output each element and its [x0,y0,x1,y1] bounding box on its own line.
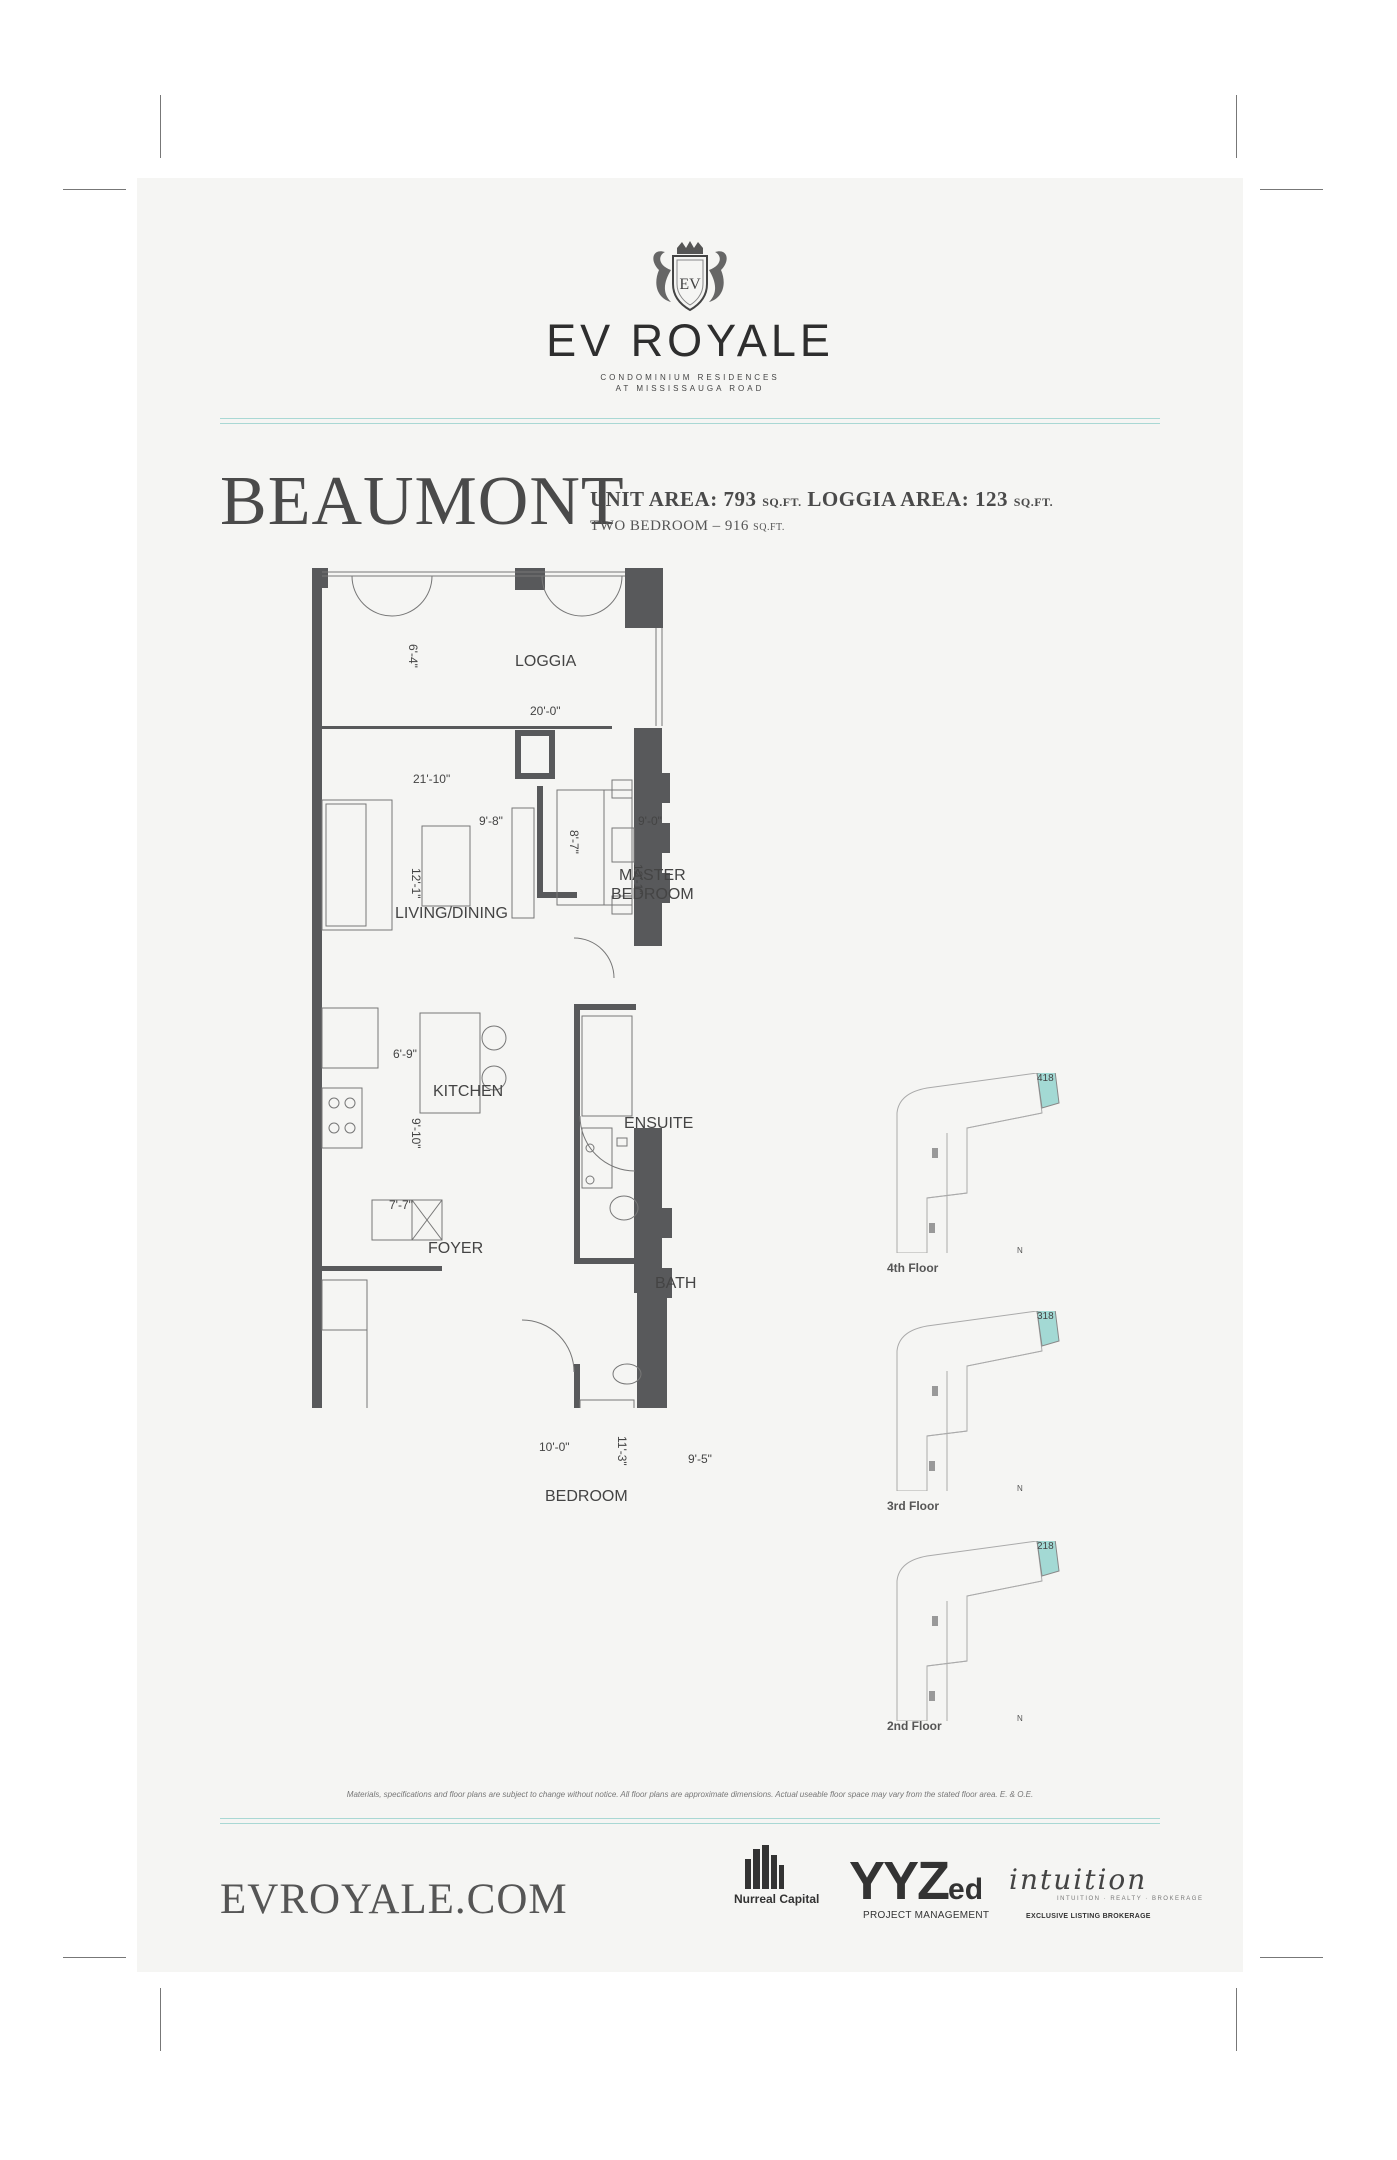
room-ensuite: ENSUITE [624,1115,694,1132]
footer-rule-2 [220,1823,1160,1824]
crop-mark-tl-horizontal [63,189,126,190]
disclaimer: Materials, specifications and floor plan… [346,1790,1034,1799]
floor-plan-sheet: EV EV ROYALE CONDOMINIUM RESIDENCES AT M… [137,178,1243,1972]
key-plan-2nd-drawing: N [896,1541,1060,1721]
brand-name: EV ROYALE [546,315,834,366]
key-plan-2nd: N 218 2nd Floor [887,1541,1067,1751]
key-plan-4th-drawing: N [896,1073,1060,1253]
room-kitchen: KITCHEN [433,1083,504,1100]
room-loggia: LOGGIA [515,653,577,670]
crop-mark-bl-horizontal [63,1957,126,1958]
dim-kitchen-depth: 9'-10" [409,1118,423,1149]
unit-type-line: TWO BEDROOM – 916 SQ.FT. [590,518,785,535]
svg-text:N: N [1017,1714,1023,1721]
key-plan-4th: N 418 4th Floor [887,1073,1067,1283]
unit-area-line: UNIT AREA: 793 SQ.FT. LOGGIA AREA: 123 S… [590,487,1053,512]
dim-living-depth: 12'-1" [409,868,423,899]
header-rule-1 [220,418,1160,419]
crest-monogram: EV [679,276,701,293]
room-living-dining: LIVING/DINING [395,905,508,922]
nurreal-logo-text: Nurreal Capital [734,1892,820,1906]
floor-plan-walls [312,568,672,1408]
unit-type-units: SQ.FT. [753,522,785,533]
crest-logo-icon: EV [653,241,727,312]
dim-loggia-width: 20'-0" [530,704,561,718]
dim-master-closet: 8'-7" [567,830,581,854]
dim-loggia-depth: 6'-4" [406,644,420,668]
key-plan-4th-unit: 418 [1037,1073,1054,1084]
intuition-logo-sub: INTUITION · REALTY · BROKERAGE [1057,1896,1204,1902]
dim-bedroom-width-2: 9'-5" [688,1452,712,1466]
room-master-line-1: MASTER [619,867,686,884]
key-plan-4th-label: 4th Floor [887,1261,939,1275]
dim-kitchen-counter: 7'-7" [389,1198,413,1212]
brand-tagline-1: CONDOMINIUM RESIDENCES [600,373,780,382]
key-plan-3rd-unit: 318 [1037,1311,1054,1322]
loggia-area-value: 123 [974,487,1008,511]
key-plan-2nd-unit: 218 [1037,1541,1054,1552]
loggia-area-units: SQ.FT. [1013,495,1054,509]
crop-mark-br-horizontal [1260,1957,1323,1958]
loggia-area-label: LOGGIA AREA: [807,487,970,511]
crop-mark-bl-vertical [160,1988,161,2051]
unit-type: TWO BEDROOM – 916 [590,518,749,534]
nurreal-logo-icon [745,1845,784,1889]
dim-master-depth: 12'-1" [631,864,645,895]
key-plan-2nd-label: 2nd Floor [887,1719,942,1733]
dim-master-width: 9'-0" [638,814,662,828]
room-master-bedroom: MASTER BEDROOM [611,866,694,904]
dim-living-total: 21'-10" [413,772,451,786]
intuition-tagline: EXCLUSIVE LISTING BROKERAGE [1026,1913,1151,1920]
unit-area-label: UNIT AREA: [590,487,718,511]
footer-rule-1 [220,1818,1160,1819]
yyz-logo-main: YYZ [849,1851,950,1911]
dim-kitchen-width: 6'-9" [393,1047,417,1061]
room-foyer: FOYER [428,1240,484,1257]
svg-text:N: N [1017,1484,1023,1491]
website-link[interactable]: EVROYALE.COM [220,1876,568,1923]
brand-tagline-2: AT MISSISSAUGA ROAD [615,384,765,393]
crop-mark-tr-vertical [1236,95,1237,158]
crop-mark-tl-vertical [160,95,161,158]
room-bedroom: BEDROOM [545,1488,628,1505]
key-plan-3rd-drawing: N [896,1311,1060,1491]
room-bath: BATH [655,1275,697,1292]
yyz-logo-ed: ed [948,1873,984,1906]
intuition-logo: intuition [1009,1863,1148,1896]
room-master-line-2: BEDROOM [611,886,694,903]
yyz-logo-sub: PROJECT MANAGEMENT [863,1910,990,1921]
header-rule-2 [220,423,1160,424]
crop-mark-tr-horizontal [1260,189,1323,190]
unit-name: BEAUMONT [220,463,625,540]
crop-mark-br-vertical [1236,1988,1237,2051]
unit-area-units: SQ.FT. [762,495,802,509]
dim-bedroom-width: 10'-0" [539,1440,570,1454]
unit-area-value: 793 [723,487,757,511]
yyz-logo: YYZed [849,1850,983,1912]
key-plan-3rd-label: 3rd Floor [887,1499,940,1513]
key-plan-3rd: N 318 3rd Floor [887,1311,1067,1521]
dim-living-width: 9'-8" [479,814,503,828]
dim-bedroom-depth: 11'-3" [615,1436,629,1466]
svg-text:N: N [1017,1246,1023,1253]
